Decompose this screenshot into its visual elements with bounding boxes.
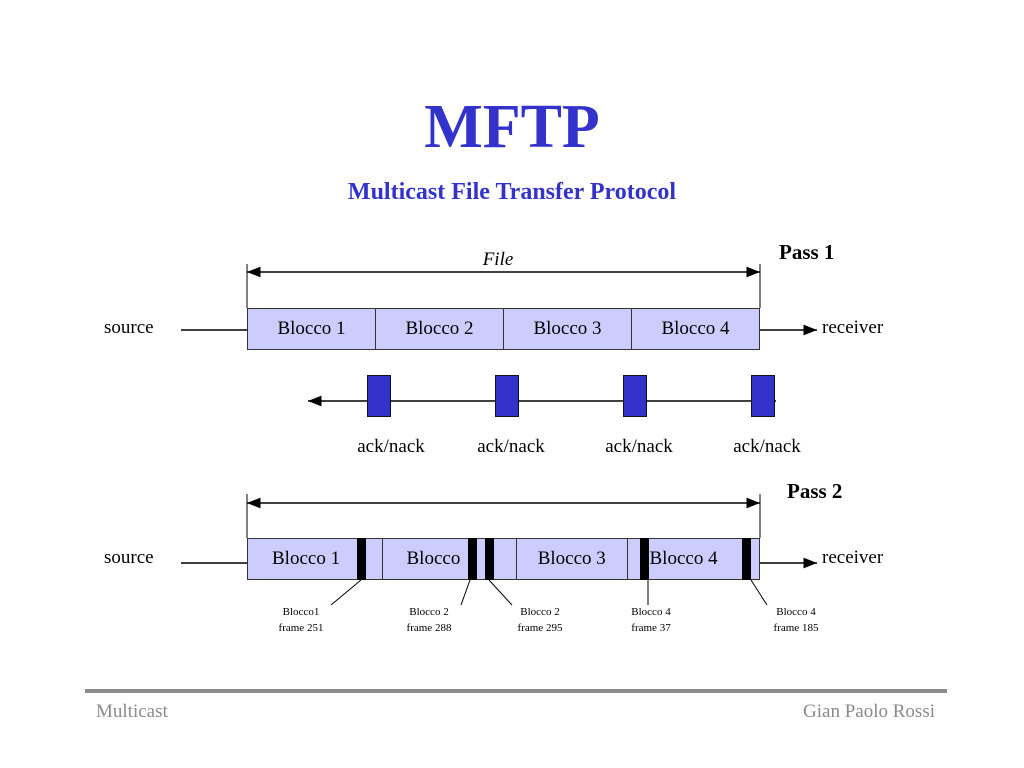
ack-label: ack/nack [477,436,545,457]
retransmitted-frame-marker [742,538,751,580]
frame-callout-block: Blocco 2 [520,606,560,618]
pass2-block: Blocco 3 [517,539,628,579]
ack-packet [623,375,647,417]
pass2-source-label: source [104,547,154,568]
frame-callout: Blocco 4 frame 185 [751,604,841,636]
pass1-block-row: Blocco 1 Blocco 2 Blocco 3 Blocco 4 [247,308,760,350]
pass1-block: Blocco 3 [504,309,632,349]
frame-leader-3 [488,579,513,606]
frame-callout-frame: frame 185 [773,622,819,634]
retransmitted-frame-marker [357,538,366,580]
ack-label: ack/nack [605,436,673,457]
footer-right-text: Gian Paolo Rossi [803,701,935,722]
retransmitted-frame-marker [485,538,494,580]
frame-callout: Blocco 4 frame 37 [606,604,696,636]
footer-divider [85,689,947,693]
frame-callout-frame: frame 288 [406,622,452,634]
retransmitted-frame-marker [640,538,649,580]
frame-callout-frame: frame 295 [517,622,563,634]
pass2-block: Blocco 4 [649,548,718,569]
pass1-receiver-label: receiver [822,317,884,338]
ack-label: ack/nack [357,436,425,457]
pass2-receiver-label: receiver [822,547,884,568]
pass2-block: Blocco [383,539,517,579]
ack-label: ack/nack [733,436,801,457]
frame-callout: Blocco1 frame 251 [256,604,346,636]
ack-packet [495,375,519,417]
frame-callout-block: Blocco 4 [631,606,671,618]
pass1-block: Blocco 4 [661,318,730,339]
frame-leader-2 [460,579,471,606]
ack-packet [367,375,391,417]
frame-callout-block: Blocco1 [282,606,320,618]
frame-callout: Blocco 2 frame 295 [495,604,585,636]
pass1-label: Pass 1 [779,240,835,264]
frame-callout-frame: frame 37 [631,622,671,634]
frame-callout-frame: frame 251 [278,622,324,634]
pass1-block: Blocco 1 [248,309,376,349]
frame-callout: Blocco 2 frame 288 [384,604,474,636]
frame-leader-5 [750,579,768,606]
slide-title: MFTP [424,93,600,161]
frame-leader-1 [330,579,362,606]
file-label: File [482,249,514,270]
pass1-source-label: source [104,317,154,338]
pass2-label: Pass 2 [787,479,843,503]
pass1-block: Blocco 2 [376,309,504,349]
frame-callout-block: Blocco 4 [776,606,816,618]
retransmitted-frame-marker [468,538,477,580]
frame-callout-block: Blocco 2 [409,606,449,618]
ack-packet [751,375,775,417]
footer-left-text: Multicast [96,701,168,722]
pass2-block: Blocco 1 [248,539,383,579]
slide-subtitle: Multicast File Transfer Protocol [347,179,677,205]
pass2-block-row: Blocco 1 Blocco Blocco 3 Blocco 4 [247,538,760,580]
